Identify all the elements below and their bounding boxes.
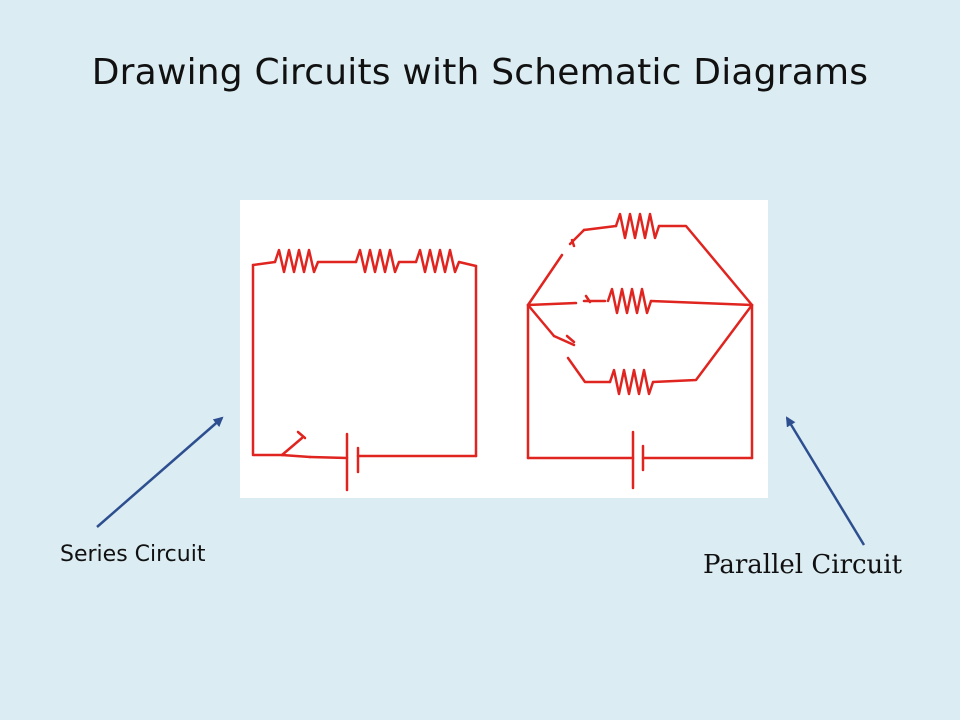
parallel-battery [631,430,645,490]
series-circuit-label: Series Circuit [60,542,206,567]
series-left-wire [251,263,284,457]
parallel-branch-top-wire [657,224,754,307]
parallel-arrow [785,416,866,546]
parallel-circuit-label: Parallel Circuit [703,550,903,580]
parallel-branch-top-wire [582,224,618,232]
slide-title: Drawing Circuits with Schematic Diagrams [91,52,869,93]
parallel-resistor-bottom [608,368,655,396]
series-top-wire [251,260,277,267]
series-switch [280,430,312,459]
parallel-branch-bottom-switch [552,334,576,347]
series-arrow [96,416,224,528]
parallel-branch-bottom-wire [566,356,612,384]
parallel-branch-bottom-wire [651,303,754,384]
parallel-branch-middle-switch [582,294,607,304]
parallel-resistor-middle [606,287,653,315]
series-circuit [251,248,478,492]
parallel-branch-top-wire [526,253,564,307]
parallel-branch-middle-wire [526,301,578,307]
circuit-diagram-panel [240,200,768,498]
parallel-resistor-top [614,212,661,240]
series-bottom-wire [308,455,349,460]
parallel-branch-bottom-wire [526,303,556,338]
series-resistor-2 [354,248,401,274]
series-resistor-3 [414,248,461,274]
parallel-branch-top-switch [568,228,586,248]
series-battery [345,432,360,492]
series-resistor-1 [273,248,320,274]
series-top-wire [457,260,478,268]
circuit-diagram [251,212,754,492]
parallel-branch-middle-wire [649,299,754,307]
parallel-circuit [526,212,754,490]
